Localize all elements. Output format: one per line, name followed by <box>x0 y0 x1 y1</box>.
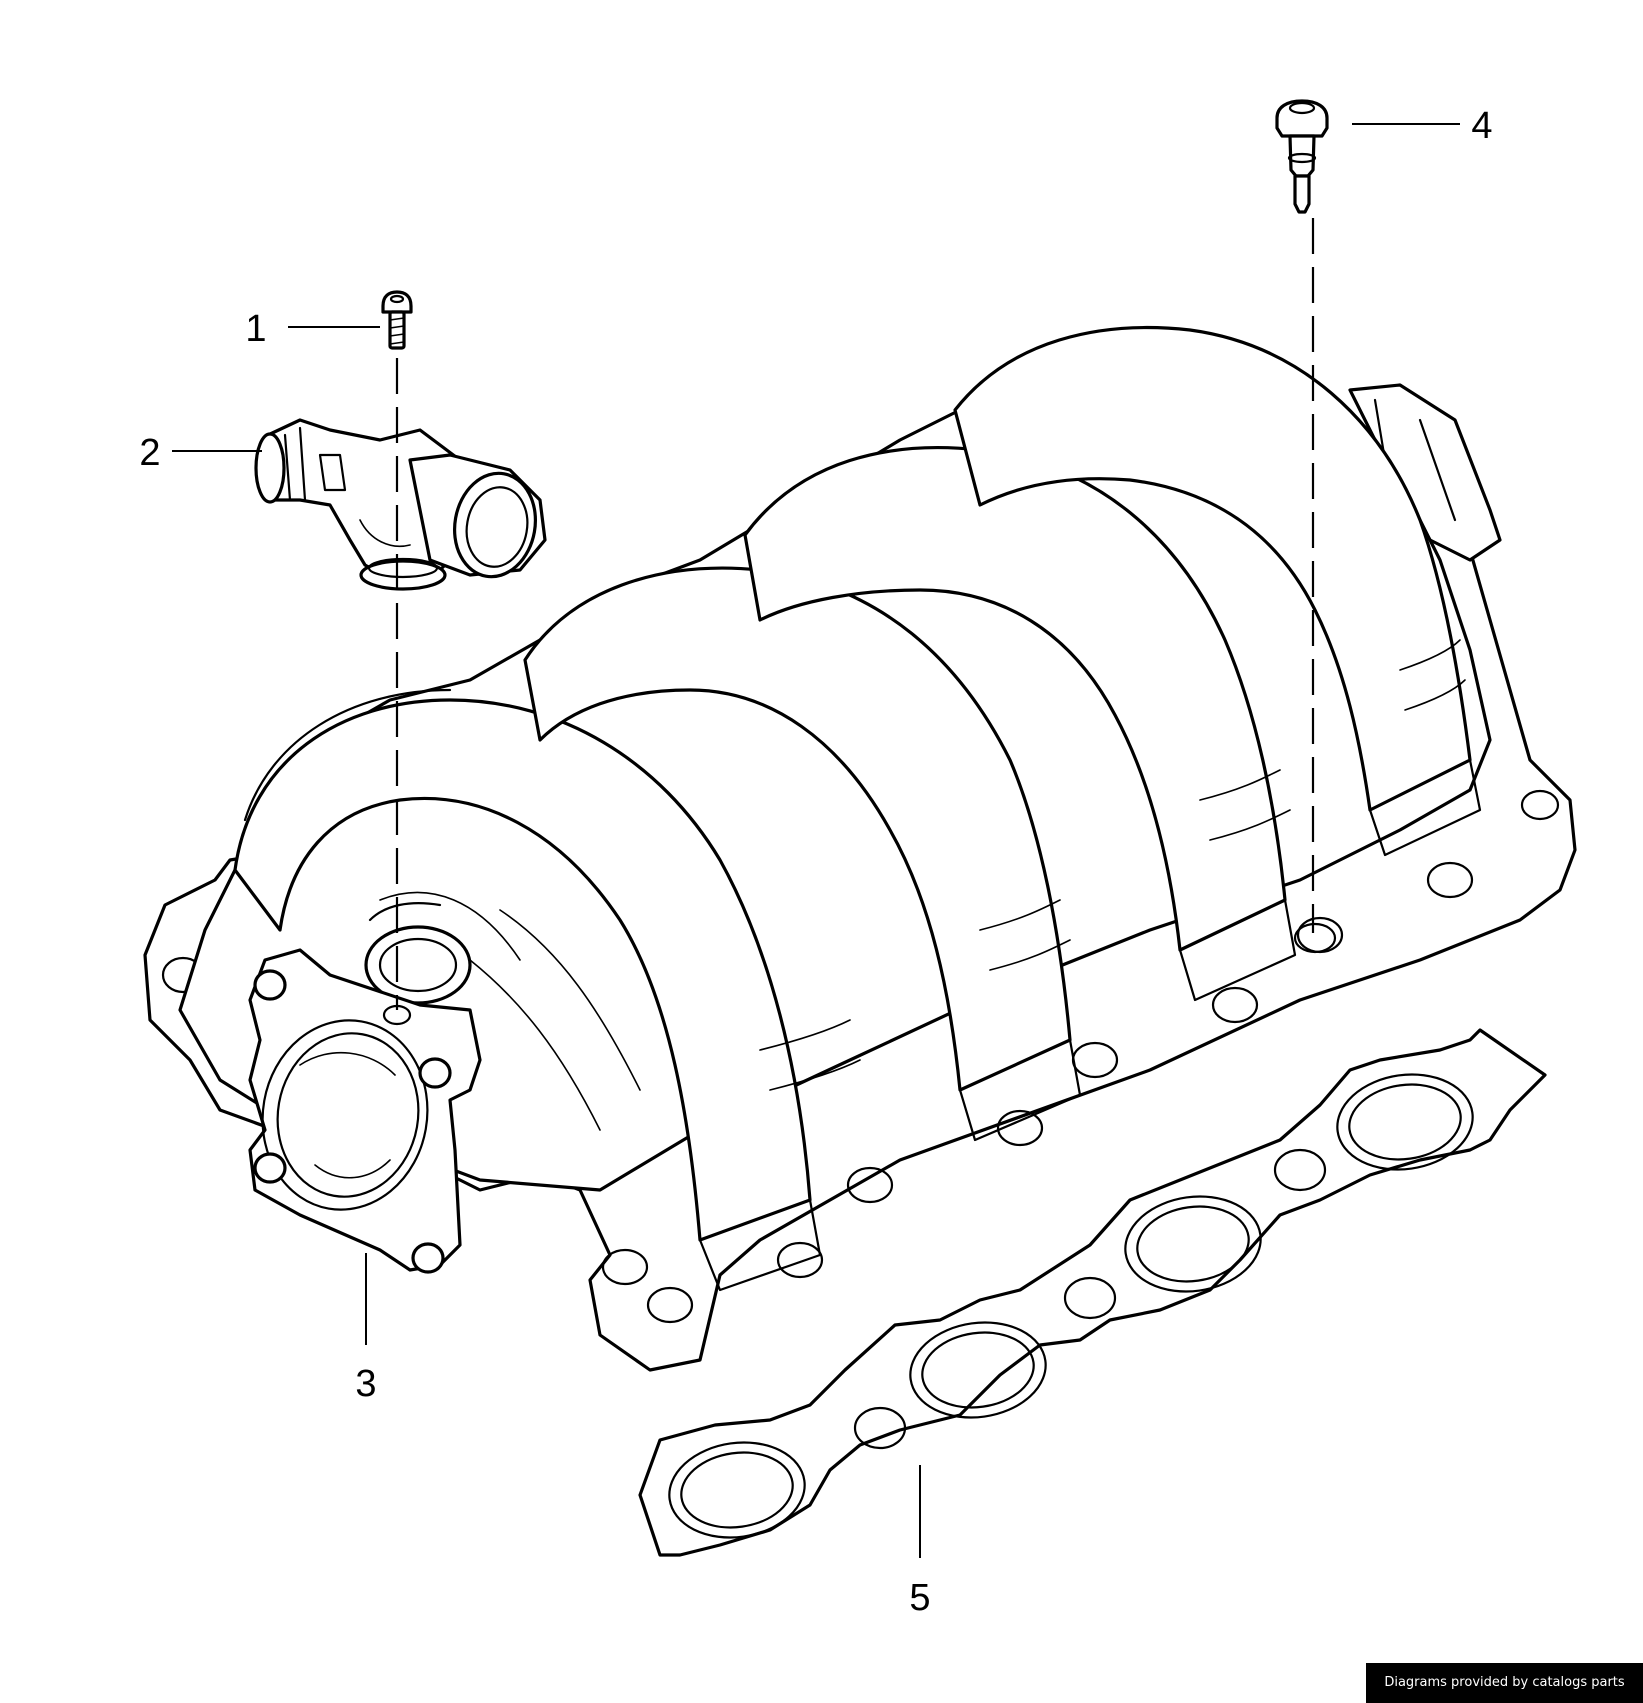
bolt-part-4[interactable] <box>1275 99 1329 214</box>
callout-2: 2 <box>139 432 160 474</box>
callout-3: 3 <box>355 1363 376 1405</box>
callout-4: 4 <box>1471 105 1492 147</box>
screw-part-1[interactable] <box>381 290 413 350</box>
diagram-credit: Diagrams provided by catalogs parts <box>1366 1663 1643 1703</box>
gasket-part-5[interactable] <box>638 1028 1547 1557</box>
callout-5: 5 <box>909 1577 930 1619</box>
intake-manifold-part-3[interactable] <box>143 326 1577 1372</box>
callout-1: 1 <box>245 308 266 350</box>
connector-part-2[interactable] <box>254 418 547 591</box>
